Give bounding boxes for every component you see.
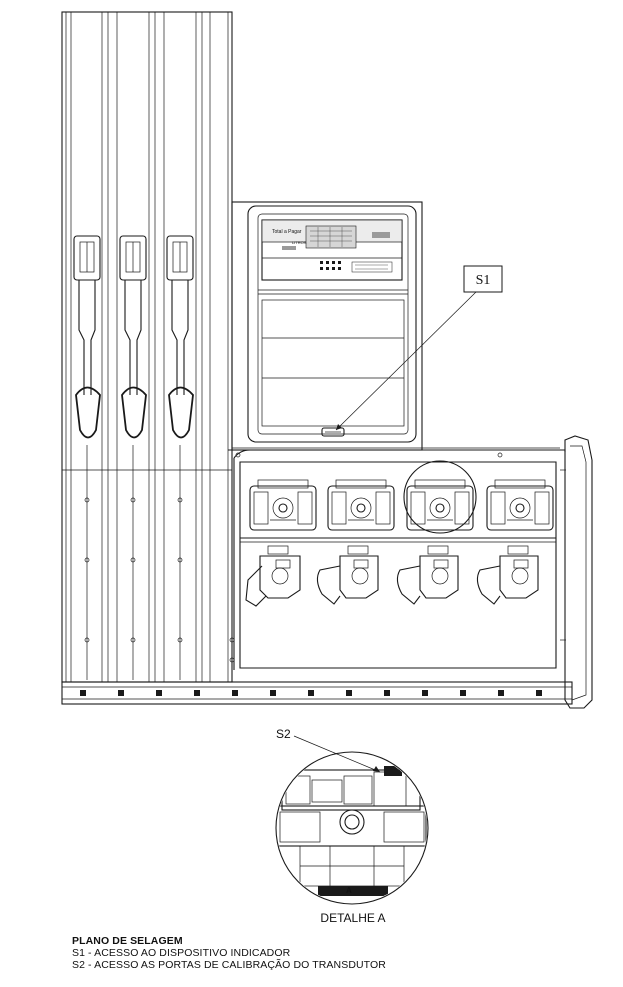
pump-2-icon: [316, 545, 379, 605]
meter-3-icon: [403, 460, 477, 534]
pump-3-icon: [396, 545, 459, 605]
sealing-legend: PLANO DE SELAGEM S1 - ACESSO AO DISPOSIT…: [72, 935, 386, 971]
base-rail: [61, 681, 573, 705]
channel-3: [163, 12, 211, 682]
pump-4-icon: [476, 545, 539, 605]
callout-s1: S1: [335, 265, 503, 431]
nozzle-2-icon: [119, 235, 147, 680]
nozzle-1-icon: [73, 235, 101, 680]
detail-caption: DETALHE A: [320, 911, 385, 925]
display-head: Total a Pagar LITROS: [231, 201, 423, 451]
display-side-label: LITROS: [292, 240, 307, 245]
display-header-text: Total a Pagar: [272, 229, 302, 235]
legend-line-s2: S2 - ACESSO AS PORTAS DE CALIBRAÇÃO DO T…: [72, 959, 386, 971]
meter-1-icon: [249, 479, 317, 531]
meter-4-icon: [486, 479, 554, 531]
nozzle-column: [61, 11, 233, 683]
channel-2: [116, 12, 156, 682]
detail-a: S2 A DETALHE A: [275, 727, 429, 925]
display-panel: Total a Pagar LITROS: [261, 219, 403, 281]
detail-a-circle: [403, 460, 477, 534]
nozzle-3-icon: [166, 235, 194, 680]
legend-title: PLANO DE SELAGEM: [72, 935, 183, 947]
pump-1-icon: [245, 545, 301, 607]
callout-s1-label: S1: [476, 273, 491, 288]
detail-marker: A: [346, 886, 352, 895]
cabinet-door: [560, 435, 593, 709]
brand-plate: [321, 427, 345, 437]
channel-1: [70, 12, 109, 682]
meter-2-icon: [327, 479, 395, 531]
hydraulic-cabinet: [61, 435, 593, 709]
callout-s2-label: S2: [276, 727, 291, 741]
legend-line-s1: S1 - ACESSO AO DISPOSITIVO INDICADOR: [72, 947, 291, 959]
